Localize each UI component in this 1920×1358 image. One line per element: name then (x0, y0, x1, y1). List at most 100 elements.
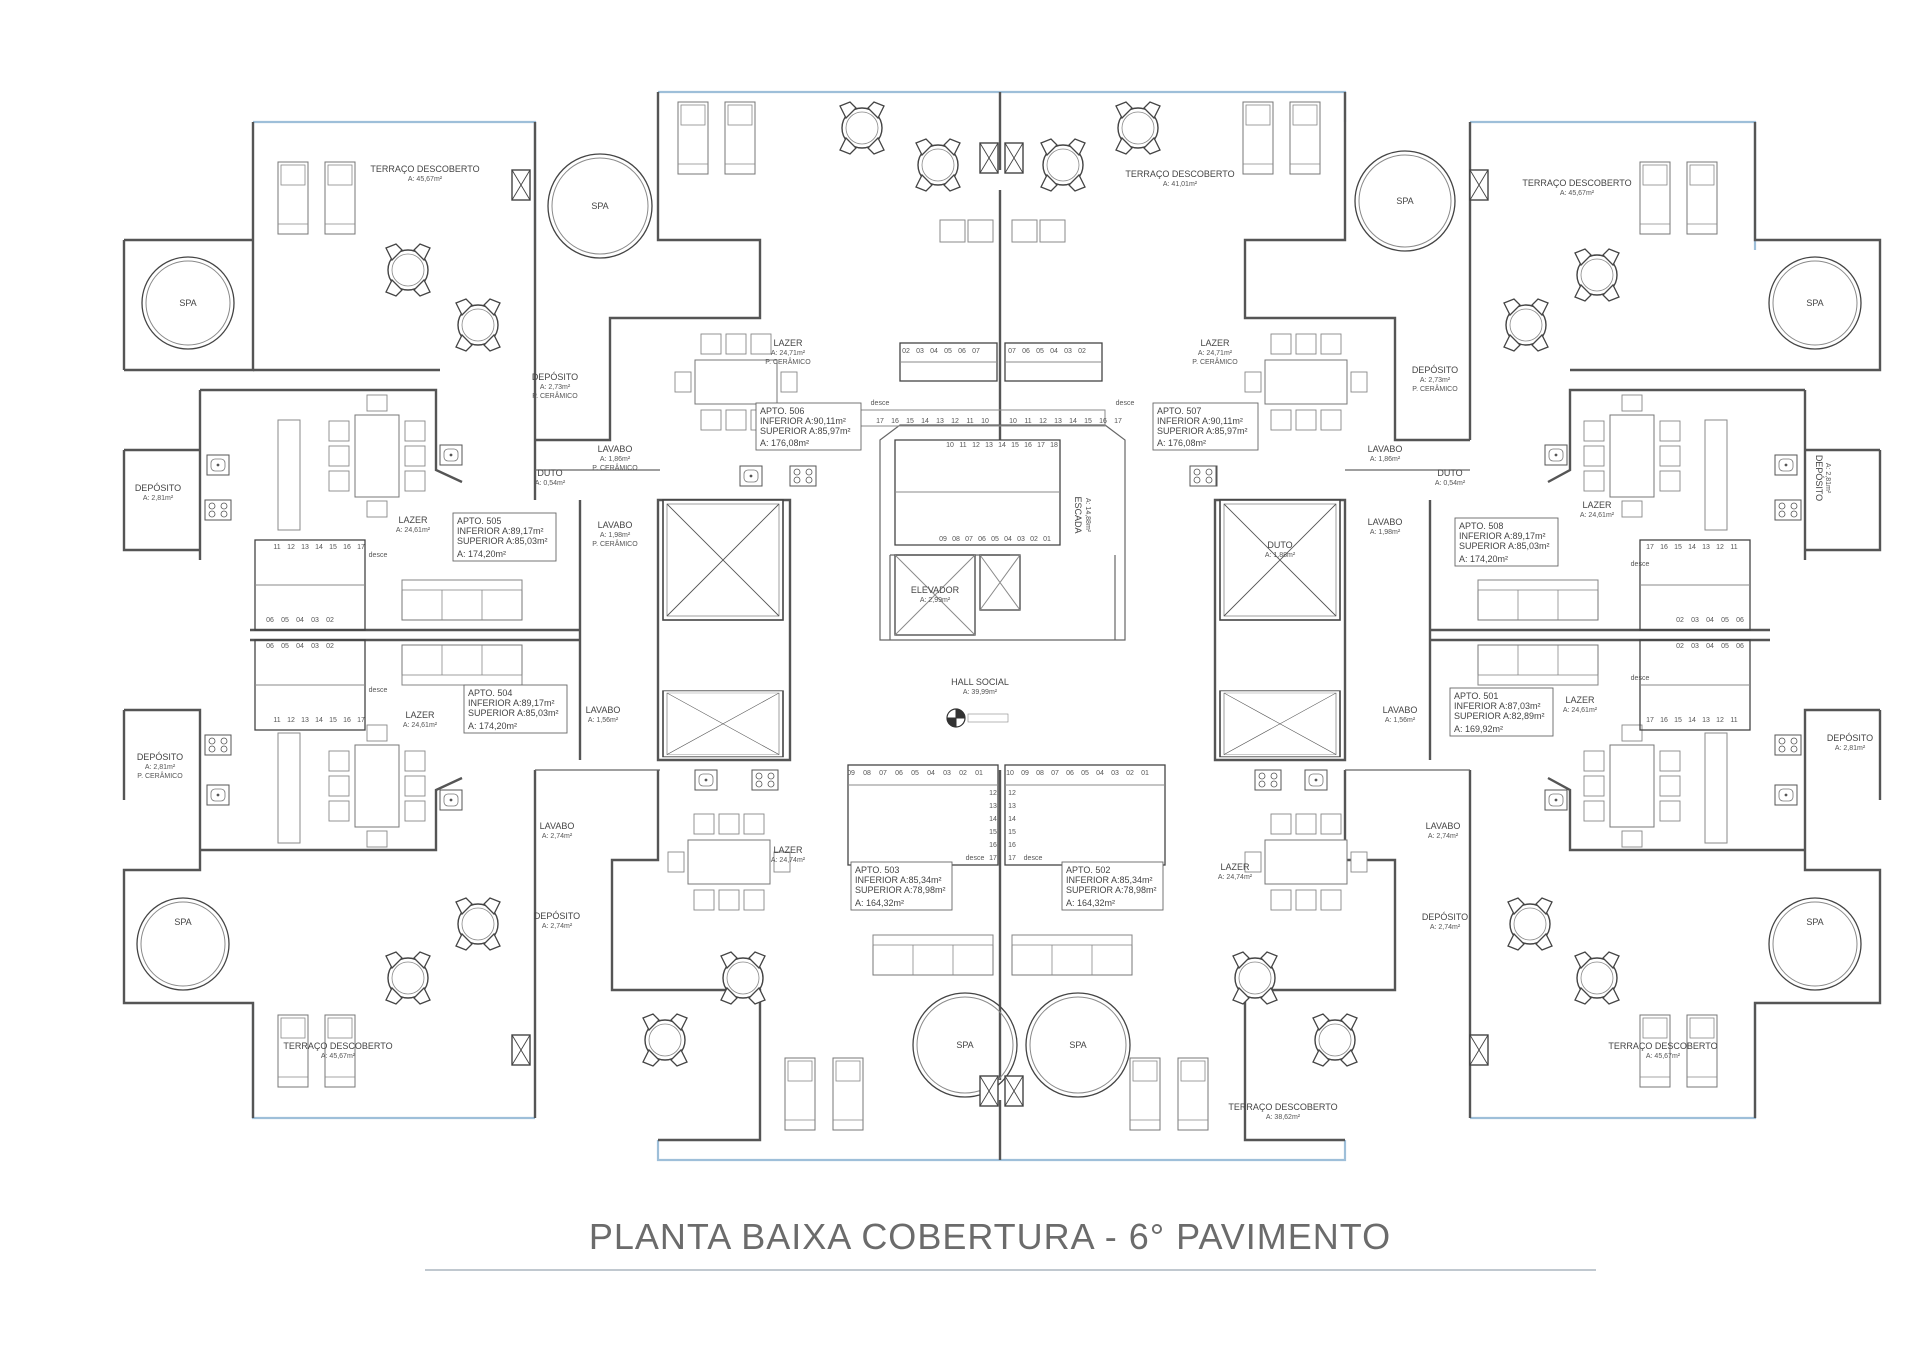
step-number: 11 (1730, 544, 1737, 551)
svg-text:A: 45,67m²: A: 45,67m² (321, 1053, 356, 1060)
step-number: 13 (301, 544, 309, 551)
svg-text:SPA: SPA (956, 1040, 973, 1050)
svg-text:desce: desce (369, 687, 388, 694)
step-number: 04 (1096, 770, 1104, 777)
svg-text:A: 24,71m²: A: 24,71m² (1198, 350, 1233, 357)
svg-text:A: 1,56m²: A: 1,56m² (588, 717, 619, 724)
step-number: 16 (989, 842, 997, 849)
step-number: 02 (1676, 617, 1684, 624)
step-number: 13 (985, 442, 993, 449)
glass-railings (251, 90, 1757, 1162)
building-walls (122, 92, 1882, 1160)
step-number: 14 (315, 544, 323, 551)
svg-text:INFERIOR A:90,11m²: INFERIOR A:90,11m² (760, 416, 846, 426)
spa-tl2: SPA (547, 153, 653, 259)
svg-text:A: 2,73m²: A: 2,73m² (540, 384, 571, 391)
step-number: 07 (965, 536, 973, 543)
step-number: 02 (959, 770, 967, 777)
svg-text:P. CERÂMICO: P. CERÂMICO (592, 463, 638, 472)
step-number: 12 (951, 418, 959, 425)
north-marker (946, 708, 1009, 728)
svg-text:LAVABO: LAVABO (1368, 517, 1403, 527)
step-number: 10 (1006, 770, 1014, 777)
desce-labels: desce desce desce desce desce desce desc… (369, 400, 1650, 862)
svg-text:TERRAÇO DESCOBERTO: TERRAÇO DESCOBERTO (1608, 1041, 1717, 1051)
step-number: 03 (311, 643, 319, 650)
svg-text:INFERIOR A:89,17m²: INFERIOR A:89,17m² (1459, 531, 1546, 541)
svg-text:DEPÓSITO: DEPÓSITO (532, 372, 578, 382)
svg-text:SPA: SPA (1806, 298, 1823, 308)
svg-text:A: 174,20m²: A: 174,20m² (468, 721, 517, 731)
svg-text:desce: desce (1116, 400, 1135, 407)
svg-text:APTO. 503: APTO. 503 (855, 865, 899, 875)
step-number: 14 (1069, 418, 1077, 425)
svg-text:APTO. 501: APTO. 501 (1454, 691, 1498, 701)
step-number: 07 (1008, 348, 1016, 355)
step-number: 15 (1011, 442, 1019, 449)
step-number: 14 (1688, 717, 1696, 724)
step-number: 02 (326, 643, 334, 650)
svg-text:P. CERÂMICO: P. CERÂMICO (137, 771, 183, 780)
svg-text:APTO. 502: APTO. 502 (1066, 865, 1110, 875)
svg-text:A: 2,73m²: A: 2,73m² (1420, 377, 1451, 384)
step-number: 06 (1066, 770, 1074, 777)
step-number: 10 (1009, 418, 1017, 425)
step-number: 18 (1050, 442, 1058, 449)
svg-text:A: 45,67m²: A: 45,67m² (408, 176, 443, 183)
step-number: 17 (1008, 855, 1016, 862)
step-number: 16 (343, 717, 351, 724)
svg-text:SUPERIOR A:85,03m²: SUPERIOR A:85,03m² (1459, 541, 1550, 551)
svg-text:A: 1,56m²: A: 1,56m² (1385, 717, 1416, 724)
svg-text:A: 2,74m²: A: 2,74m² (542, 833, 573, 840)
step-number: 11 (1730, 717, 1737, 724)
svg-text:A: 164,32m²: A: 164,32m² (855, 898, 904, 908)
svg-text:APTO. 504: APTO. 504 (468, 688, 512, 698)
step-number: 06 (895, 770, 903, 777)
svg-text:desce: desce (369, 552, 388, 559)
step-number: 03 (916, 348, 924, 355)
step-number: 14 (989, 816, 997, 823)
step-number: 02 (1078, 348, 1086, 355)
svg-text:DEPÓSITO: DEPÓSITO (1422, 912, 1468, 922)
svg-text:HALL SOCIAL: HALL SOCIAL (951, 677, 1009, 687)
svg-text:LAZER: LAZER (773, 338, 803, 348)
step-number: 03 (311, 617, 319, 624)
svg-text:desce: desce (1631, 675, 1650, 682)
svg-text:A: 176,08m²: A: 176,08m² (760, 438, 809, 448)
step-number: 17 (989, 855, 997, 862)
step-number: 03 (1111, 770, 1119, 777)
step-number: 11 (959, 442, 966, 449)
step-number: 08 (863, 770, 871, 777)
svg-text:SPA: SPA (179, 298, 196, 308)
step-number: 15 (906, 418, 914, 425)
step-number: 14 (315, 717, 323, 724)
svg-text:A: 41,01m²: A: 41,01m² (1163, 181, 1198, 188)
step-number: 15 (1674, 717, 1682, 724)
svg-text:DEPÓSITO: DEPÓSITO (534, 911, 580, 921)
step-number: 13 (989, 803, 997, 810)
step-number: 03 (1691, 643, 1699, 650)
step-number: 17 (876, 418, 884, 425)
spa-bc2: SPA (1025, 992, 1131, 1098)
svg-text:A: 2,74m²: A: 2,74m² (1428, 833, 1459, 840)
svg-text:ESCADA: ESCADA (1073, 496, 1083, 533)
svg-text:LAVABO: LAVABO (1368, 444, 1403, 454)
svg-text:APTO. 505: APTO. 505 (457, 516, 501, 526)
step-number: 16 (1099, 418, 1107, 425)
svg-text:A: 2,74m²: A: 2,74m² (542, 923, 573, 930)
spa-tr2: SPA (1354, 150, 1456, 252)
svg-text:A: 39,99m²: A: 39,99m² (963, 689, 998, 696)
svg-text:INFERIOR A:85,34m²: INFERIOR A:85,34m² (855, 875, 942, 885)
svg-text:LAVABO: LAVABO (598, 520, 633, 530)
svg-text:LAZER: LAZER (398, 515, 428, 525)
step-number: 05 (1721, 643, 1729, 650)
svg-text:DUTO: DUTO (1267, 540, 1292, 550)
svg-text:SPA: SPA (1806, 917, 1823, 927)
step-number: 04 (930, 348, 938, 355)
